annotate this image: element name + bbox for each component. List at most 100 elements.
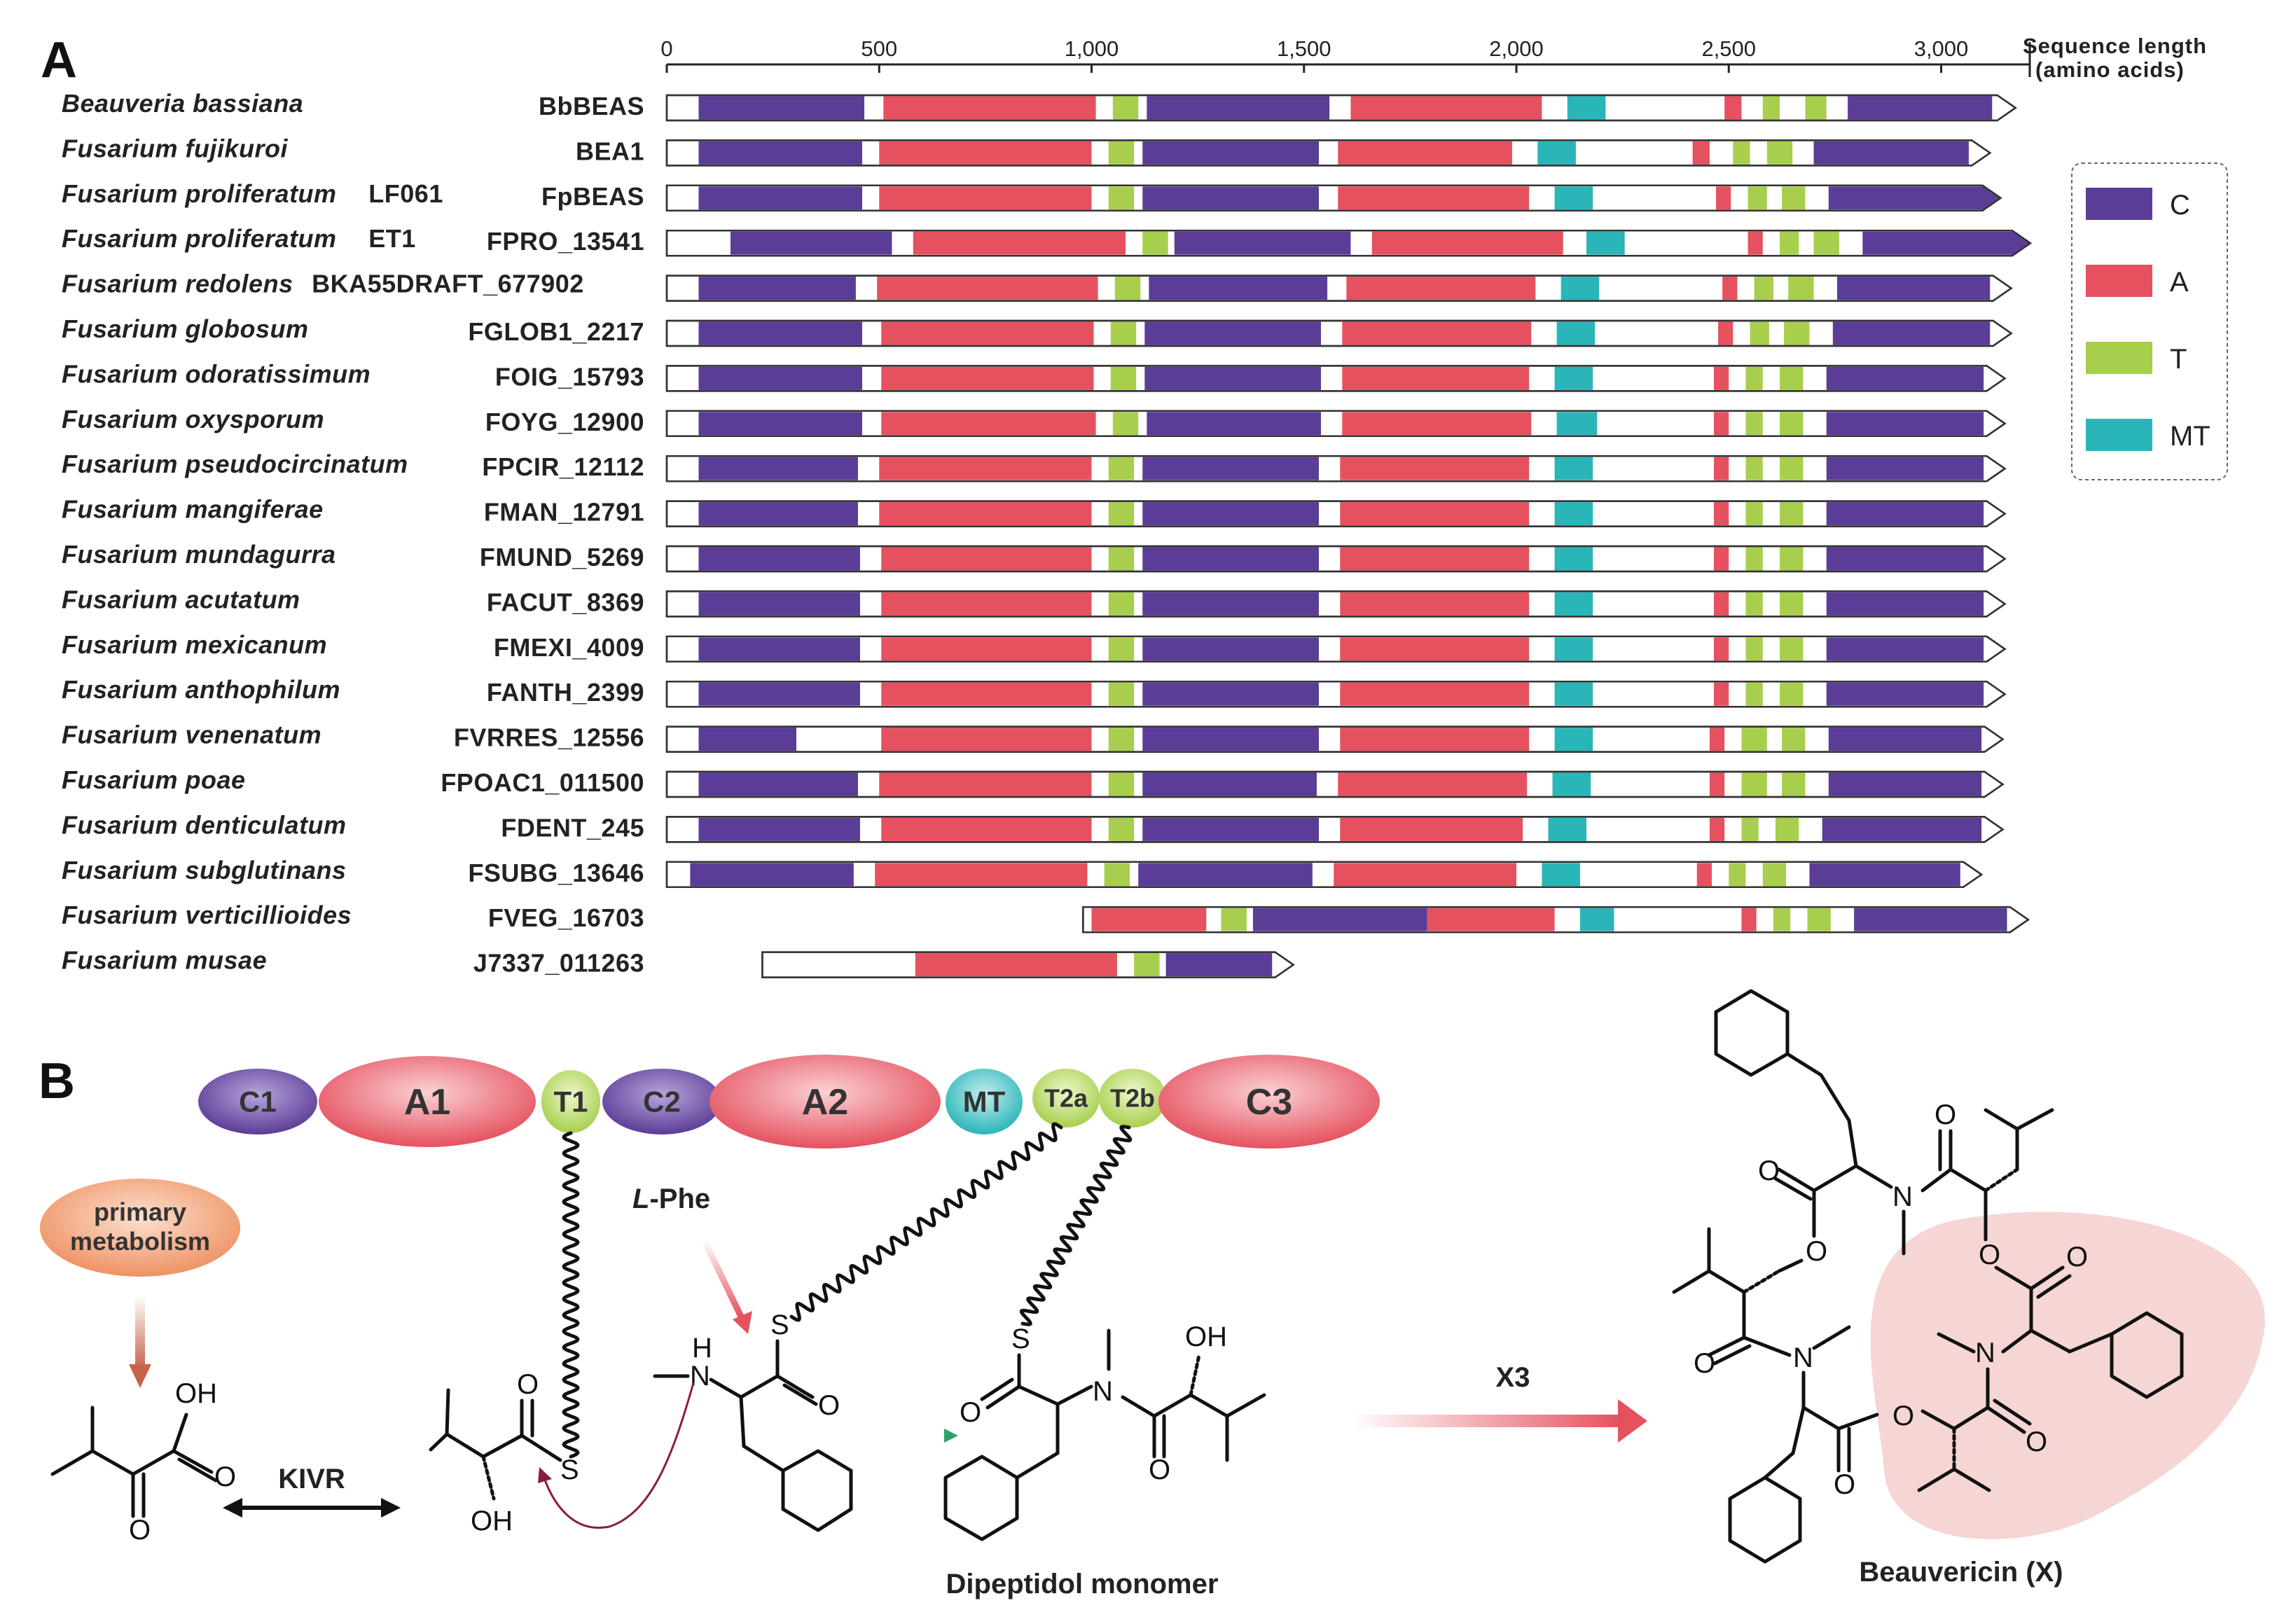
axis-tick-label: 2,000 bbox=[1489, 36, 1544, 61]
domain-t bbox=[1108, 682, 1135, 706]
svg-text:O: O bbox=[129, 1515, 151, 1546]
svg-text:O: O bbox=[1892, 1401, 1914, 1431]
domain-mt bbox=[1548, 817, 1587, 841]
gene-id: FPCIR_12112 bbox=[482, 452, 644, 481]
domain-c bbox=[1826, 366, 1984, 390]
domain-c bbox=[690, 863, 854, 887]
module-t1 bbox=[541, 1070, 600, 1133]
domain-a bbox=[1427, 908, 1555, 931]
gene-id: FPRO_13541 bbox=[487, 227, 644, 256]
domain-c bbox=[1174, 231, 1351, 255]
domain-a bbox=[1342, 321, 1532, 345]
domain-mt bbox=[1586, 231, 1625, 255]
domain-a bbox=[1714, 547, 1729, 571]
domain-c bbox=[1826, 592, 1984, 616]
protein-outline bbox=[665, 229, 2033, 257]
domain-a bbox=[1091, 908, 1207, 931]
axis-title: Sequence length bbox=[2023, 34, 2207, 58]
domain-c bbox=[698, 186, 862, 210]
gene-id: FMEXI_4009 bbox=[494, 633, 644, 662]
domain-mt bbox=[1554, 682, 1593, 706]
species-name: Fusarium oxysporum bbox=[62, 405, 324, 433]
module-c3 bbox=[1158, 1055, 1380, 1148]
domain-t bbox=[1134, 953, 1160, 977]
domain-a bbox=[1338, 141, 1512, 165]
legend-swatch bbox=[2086, 342, 2152, 374]
domain-t bbox=[1745, 592, 1763, 616]
module-mt bbox=[946, 1069, 1023, 1134]
kivr-label: KIVR bbox=[278, 1464, 345, 1494]
domain-t bbox=[1108, 592, 1135, 616]
domain-t bbox=[1745, 412, 1763, 436]
domain-c bbox=[1252, 908, 1427, 931]
domain-c bbox=[1149, 277, 1328, 300]
domain-a bbox=[1340, 682, 1530, 706]
domain-a bbox=[1714, 682, 1729, 706]
svg-text:H: H bbox=[692, 1333, 712, 1363]
protein-bar bbox=[665, 680, 2007, 708]
module-label: MT bbox=[963, 1085, 1006, 1118]
domain-t bbox=[1788, 277, 1814, 300]
domain-c bbox=[698, 457, 858, 480]
domain-mt bbox=[1556, 321, 1596, 345]
domain-a bbox=[881, 728, 1092, 751]
axis-tick-label: 3,000 bbox=[1914, 36, 1969, 61]
domain-t bbox=[1780, 231, 1799, 255]
domain-t bbox=[1773, 908, 1791, 931]
domain-c bbox=[1147, 412, 1322, 436]
primary-label-1: primary bbox=[94, 1198, 186, 1226]
legend-label: MT bbox=[2170, 421, 2210, 452]
gene-id: FOIG_15793 bbox=[495, 362, 644, 391]
species-name: Fusarium verticillioides bbox=[62, 901, 352, 929]
domain-c bbox=[698, 96, 865, 120]
svg-text:O: O bbox=[1758, 1155, 1780, 1186]
domain-c bbox=[1822, 817, 1982, 841]
beauvericin-label: Beauvericin (X) bbox=[1859, 1557, 2063, 1588]
domain-c bbox=[1826, 682, 1984, 706]
legend-frame bbox=[2071, 162, 2228, 480]
domain-t bbox=[1805, 96, 1827, 120]
domain-mt bbox=[1579, 908, 1614, 931]
domain-a bbox=[875, 863, 1088, 887]
n-methylphenylalanyl-thioester: H N S O bbox=[653, 1310, 853, 1532]
domain-c bbox=[1138, 863, 1313, 887]
gene-id: FMUND_5269 bbox=[480, 543, 644, 571]
domain-a bbox=[881, 412, 1096, 436]
strain-name: LF061 bbox=[368, 179, 443, 208]
svg-text:O: O bbox=[1979, 1240, 2000, 1270]
module-label: A1 bbox=[404, 1082, 450, 1123]
gene-id: FGLOB1_2217 bbox=[468, 317, 644, 346]
legend-swatch bbox=[2086, 188, 2152, 220]
species-name: Fusarium proliferatum bbox=[62, 224, 337, 253]
domain-t bbox=[1108, 502, 1135, 526]
domain-a bbox=[1714, 502, 1729, 526]
domain-t bbox=[1112, 412, 1139, 436]
t2a-tether bbox=[789, 1122, 1063, 1322]
domain-t bbox=[1733, 141, 1750, 165]
protein-bar bbox=[665, 545, 2007, 573]
gene-id: FDENT_245 bbox=[501, 813, 644, 842]
svg-text:S: S bbox=[770, 1310, 789, 1340]
protein-outline bbox=[665, 545, 2007, 573]
domain-a bbox=[1714, 366, 1729, 390]
highlight-blob bbox=[1870, 1212, 2265, 1539]
protein-bar bbox=[665, 635, 2007, 663]
protein-outline bbox=[665, 139, 1992, 167]
condensation-curve bbox=[541, 1382, 695, 1529]
protein-outline bbox=[665, 410, 2007, 438]
ketoisovalerate-structure: OH O O bbox=[50, 1378, 236, 1546]
axis-tick-label: 1,000 bbox=[1065, 36, 1119, 61]
domain-t bbox=[1754, 277, 1773, 300]
hydroxyisovaleryl-thioester: O S OH bbox=[429, 1369, 579, 1536]
svg-text:O: O bbox=[960, 1397, 981, 1428]
domain-t bbox=[1813, 231, 1839, 255]
svg-text:O: O bbox=[517, 1369, 539, 1400]
protein-outline bbox=[665, 319, 2013, 347]
domain-c bbox=[1142, 682, 1319, 706]
domain-c bbox=[1142, 547, 1319, 571]
